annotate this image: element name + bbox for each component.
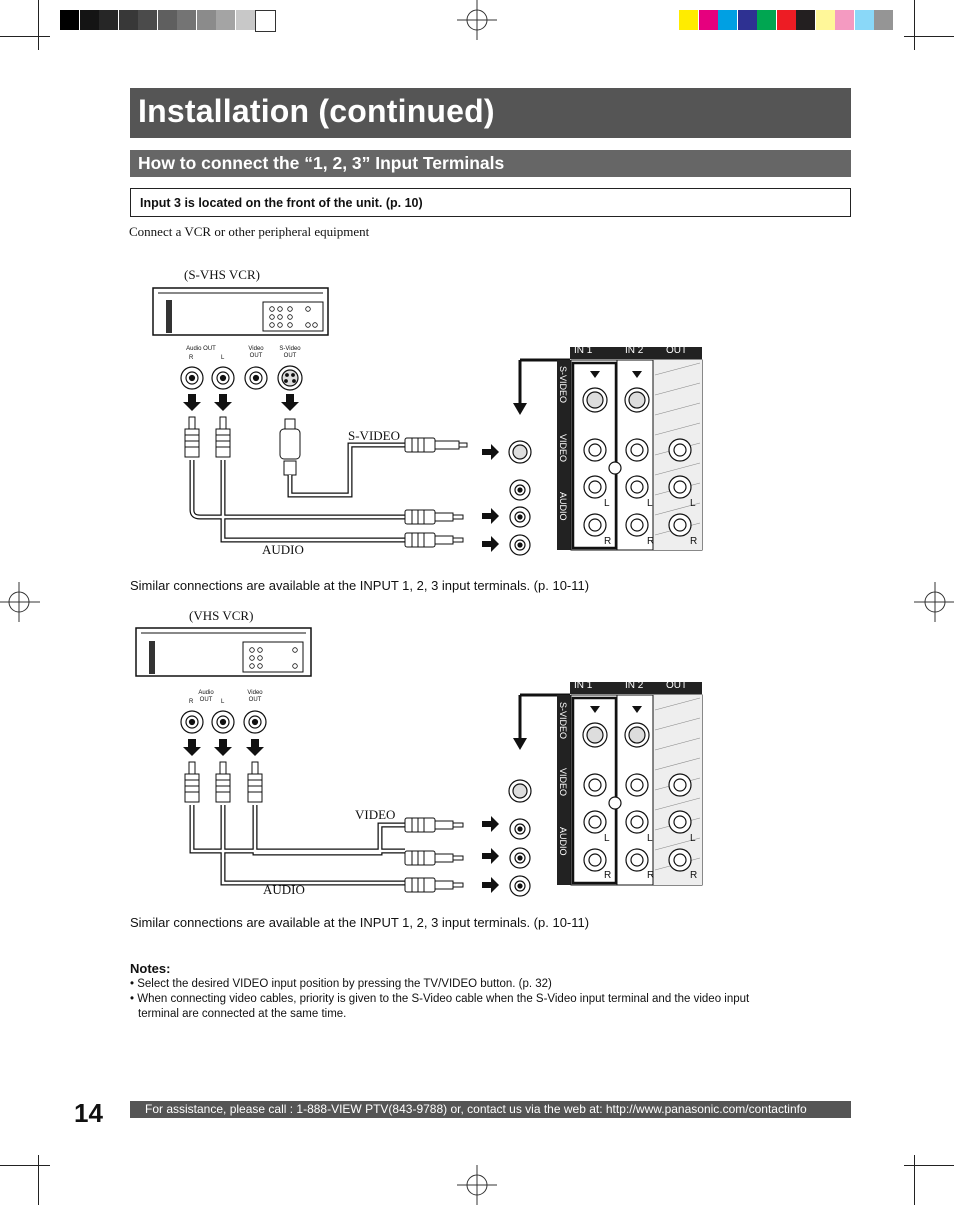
crop-mark — [914, 1155, 915, 1205]
gray-swatch — [235, 10, 255, 30]
color-swatch — [854, 10, 874, 30]
panel-audio-label: AUDIO — [558, 492, 568, 521]
crop-mark — [0, 1165, 50, 1166]
panel-audio-label: AUDIO — [558, 827, 568, 856]
panel-r-label: R — [604, 870, 612, 881]
crop-mark — [0, 36, 50, 37]
audio-cable-label: AUDIO — [263, 882, 305, 897]
panel-r-label: R — [690, 870, 698, 881]
caption-2: Similar connections are available at the… — [130, 915, 590, 930]
section-heading-bar: How to connect the “1, 2, 3” Input Termi… — [130, 150, 851, 177]
info-box: Input 3 is located on the front of the u… — [130, 188, 851, 217]
panel-out-label: OUT — [666, 680, 688, 691]
color-swatch — [737, 10, 757, 30]
color-swatch — [835, 10, 854, 30]
title-bar: Installation (continued) — [130, 88, 851, 138]
page-number: 14 — [74, 1098, 103, 1128]
panel-r-label: R — [690, 536, 698, 547]
video-out-label: Video OUT — [247, 690, 263, 703]
color-swatch — [776, 10, 796, 30]
gray-swatch — [216, 10, 235, 30]
color-swatch — [874, 10, 893, 30]
panel-l-label: L — [604, 833, 610, 844]
panel-l-label: L — [647, 498, 653, 509]
info-box-text: Input 3 is located on the front of the u… — [140, 196, 423, 210]
panel-in2-label: IN 2 — [625, 680, 644, 691]
note-item: • Select the desired VIDEO input positio… — [130, 978, 552, 990]
intro-text: Connect a VCR or other peripheral equipm… — [129, 224, 370, 239]
panel-r-label: R — [647, 536, 655, 547]
notes-title: Notes: — [130, 961, 171, 976]
audio-cable-label: AUDIO — [262, 542, 304, 557]
panel-svideo-label: S-VIDEO — [558, 366, 568, 404]
vhs-vcr-diagram — [135, 627, 703, 897]
crop-mark — [904, 36, 954, 37]
panel-out-label: OUT — [666, 345, 688, 356]
registration-mark — [457, 1165, 497, 1205]
gray-swatch — [255, 10, 276, 32]
jack-l-label: L — [221, 355, 225, 361]
audio-out-label: Audio OUT — [198, 690, 214, 703]
footer-bar: For assistance, please call : 1-888-VIEW… — [130, 1101, 851, 1118]
color-swatch — [698, 10, 718, 30]
svhs-vcr-label: (S-VHS VCR) — [184, 267, 260, 282]
vhs-vcr-label: (VHS VCR) — [189, 608, 254, 623]
jack-r-label: R — [189, 355, 194, 361]
gray-swatch — [157, 10, 177, 30]
jack-l-label: L — [221, 699, 225, 705]
panel-l-label: L — [604, 498, 610, 509]
color-swatch — [757, 10, 776, 30]
panel-l-label: L — [690, 833, 696, 844]
gray-swatch — [118, 10, 138, 30]
gray-swatch — [79, 10, 99, 30]
gray-swatch — [99, 10, 118, 30]
assistance-text: For assistance, please call : 1-888-VIEW… — [145, 1102, 807, 1116]
gray-swatch — [138, 10, 157, 30]
panel-l-label: L — [690, 498, 696, 509]
crop-mark — [904, 1165, 954, 1166]
panel-svideo-label: S-VIDEO — [558, 702, 568, 740]
color-swatch — [679, 10, 698, 30]
registration-mark — [914, 582, 954, 622]
audio-out-label: Audio OUT — [186, 346, 216, 352]
color-swatch — [718, 10, 737, 30]
panel-video-label: VIDEO — [558, 434, 568, 463]
caption-1: Similar connections are available at the… — [130, 578, 590, 593]
vcr-unit-icon — [135, 627, 312, 677]
panel-in1-label: IN 1 — [574, 680, 593, 691]
tv-terminal-panel — [557, 682, 703, 886]
panel-video-label: VIDEO — [558, 768, 568, 797]
section-heading: How to connect the “1, 2, 3” Input Termi… — [138, 153, 505, 173]
registration-mark — [0, 582, 40, 622]
crop-mark — [914, 0, 915, 50]
gray-swatch — [60, 10, 79, 30]
panel-in1-label: IN 1 — [574, 345, 593, 356]
gray-swatch — [177, 10, 196, 30]
video-out-label: Video OUT — [248, 346, 264, 359]
panel-in2-label: IN 2 — [625, 345, 644, 356]
note-item: • When connecting video cables, priority… — [130, 993, 750, 1005]
crop-mark — [38, 1155, 39, 1205]
video-cable-label: VIDEO — [355, 807, 396, 822]
svideo-cable-label: S-VIDEO — [348, 428, 400, 443]
registration-mark — [457, 0, 497, 40]
tv-terminal-panel — [557, 347, 703, 551]
gray-swatch — [196, 10, 216, 30]
color-swatch — [796, 10, 815, 30]
note-item: terminal are connected at the same time. — [138, 1008, 347, 1020]
panel-r-label: R — [647, 870, 655, 881]
svideo-out-label: S-Video OUT — [279, 346, 301, 359]
panel-r-label: R — [604, 536, 612, 547]
color-swatch — [815, 10, 835, 30]
jack-r-label: R — [189, 699, 194, 705]
page-title: Installation (continued) — [138, 93, 495, 129]
crop-mark — [38, 0, 39, 50]
panel-l-label: L — [647, 833, 653, 844]
svhs-vcr-diagram — [152, 287, 703, 556]
vcr-unit-icon — [152, 287, 329, 336]
